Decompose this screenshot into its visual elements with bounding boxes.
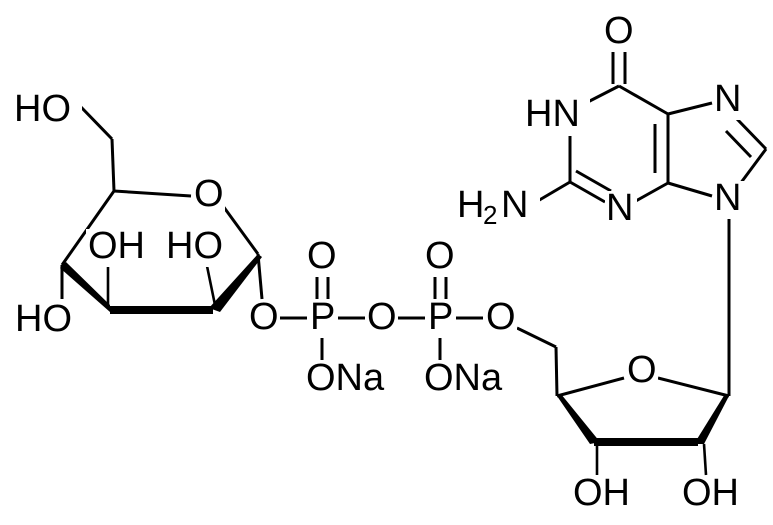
label-phosphorus-alpha: P — [310, 296, 335, 338]
label-pyranose-ring-oxygen: O — [194, 173, 224, 215]
bond-c4-c5 — [60, 190, 116, 266]
label-guanine-amine-hydrogen: H — [457, 184, 484, 226]
label-bg-oh2prime — [681, 476, 751, 514]
label-bg-ho4 — [14, 302, 84, 340]
label-bg-onaalpha — [305, 361, 395, 399]
label-oh-pyranose-left: OH — [88, 225, 145, 267]
bond-c2-n3-a — [569, 180, 606, 204]
bond-ho2-c2 — [205, 265, 217, 306]
label-bg-pbeta — [426, 300, 456, 338]
label-bg-obeta — [424, 239, 456, 277]
bond-c4prime-c3prime-wedge — [557, 394, 600, 444]
label-ho-pyranose-right: HO — [166, 225, 223, 267]
bond-c5prime-c4prime — [554, 346, 559, 397]
label-bridge-oxygen-right: O — [486, 296, 516, 338]
bond-n7-c8-a — [735, 117, 768, 151]
bond-n3-c4 — [633, 181, 669, 204]
label-bg-n3 — [605, 191, 637, 229]
bond-obridge3-c5prime — [516, 326, 557, 349]
label-bg-oh3prime — [572, 476, 642, 514]
bond-c2-n3-b — [575, 169, 612, 193]
bond-c4-n9 — [667, 181, 713, 198]
label-phosphate2-double-oxygen: O — [425, 235, 455, 277]
label-guanine-n7: N — [714, 78, 741, 120]
pyranose-ring-group — [60, 104, 264, 314]
label-oh-furanose-left: OH — [573, 472, 630, 514]
label-bg-oh3 — [86, 229, 156, 267]
label-bg-n7 — [713, 82, 745, 120]
label-bg-oalpha — [306, 239, 338, 277]
label-bg-n1 — [524, 97, 590, 135]
bond-c8-n9 — [738, 148, 768, 185]
bond-c5-oring — [113, 189, 192, 198]
label-bg-onabeta — [423, 361, 513, 399]
label-bg-obridge2 — [366, 300, 398, 338]
label-guanine-n9: N — [714, 177, 741, 219]
bond-c2prime-c1prime-wedge — [694, 394, 729, 444]
label-phosphate1-double-oxygen: O — [307, 235, 337, 277]
label-bg-palpha — [308, 300, 338, 338]
bond-c1-obridge — [256, 253, 264, 300]
bond-c6-c5 — [110, 138, 116, 192]
label-ho-bottom-left: HO — [15, 298, 72, 340]
label-guanine-n1-hydrogen: HN — [525, 93, 580, 135]
furanose-ring-group — [556, 218, 731, 476]
label-guanine-amine-nitrogen: N — [501, 184, 528, 226]
label-bg-obridge1 — [248, 300, 280, 338]
diphosphate-group — [280, 276, 559, 397]
bond-c1-c2-wedge — [209, 254, 262, 312]
bond-c3-c4-wedge — [60, 262, 110, 312]
label-bg-obridge3 — [485, 300, 517, 338]
bond-oring-c1 — [221, 205, 260, 255]
label-phosphate1-sodium-oxide: ONa — [306, 357, 385, 399]
label-guanine-carbonyl-oxygen: O — [604, 10, 634, 52]
bond-c4prime-oring — [556, 376, 625, 398]
bond-oring-c1prime — [657, 376, 730, 398]
label-furanose-ring-oxygen: O — [627, 349, 657, 391]
label-oh-furanose-right: OH — [682, 472, 739, 514]
label-bridge-oxygen-left: O — [249, 296, 279, 338]
label-guanine-amine-subscript: 2 — [483, 200, 497, 230]
label-bg-amine — [455, 186, 540, 228]
label-bridge-oxygen-center: O — [367, 296, 397, 338]
bond-c5-n7 — [667, 101, 713, 116]
label-guanine-n3: N — [606, 187, 633, 229]
label-bg-oring-pyranose — [193, 177, 225, 215]
bond-ho6-c6 — [78, 104, 114, 141]
atom-labels-group: HO O OH HO HO O P O ONa O P O ONa O O OH — [12, 10, 751, 514]
bond-c2prime-oh — [702, 443, 708, 476]
label-phosphate2-sodium-oxide: ONa — [424, 357, 503, 399]
label-ho-top-left: HO — [14, 88, 71, 130]
label-bg-oring-furanose — [626, 353, 658, 391]
guanine-base-group — [535, 52, 768, 204]
label-phosphorus-beta: P — [428, 296, 453, 338]
bond-c2-amine — [535, 180, 571, 204]
bond-c6-c5 — [618, 84, 669, 116]
label-bg-n9 — [713, 181, 745, 219]
label-bg-ho2 — [165, 229, 235, 267]
bond-n7-c8-b — [724, 129, 753, 159]
label-bg-ocarbonyl — [603, 14, 635, 52]
label-bg-ho6 — [12, 92, 82, 130]
